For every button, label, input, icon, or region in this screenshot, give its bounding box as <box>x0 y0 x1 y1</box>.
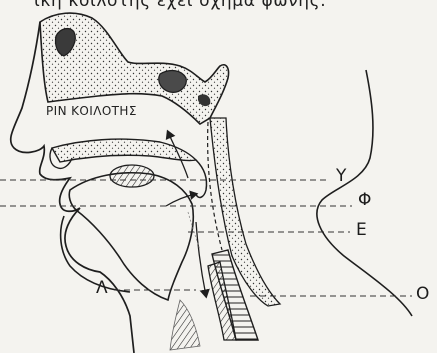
level-label-phi: Φ <box>358 192 371 209</box>
larynx-base <box>170 300 200 350</box>
nasal-cavity-label: ΡΙΝ ΚΟΙΛΟΤΗΣ <box>46 104 137 118</box>
level-label-y: Y <box>336 168 346 185</box>
level-label-o: O <box>416 286 429 303</box>
hard-palate <box>52 139 196 162</box>
level-label-e: E <box>356 222 367 239</box>
airflow-arrow-down <box>196 222 206 296</box>
caption-text: ική κοιλότης έχει σχήμα φωνής. <box>34 0 326 11</box>
tonsil <box>110 165 154 187</box>
soft-palate <box>196 160 207 197</box>
level-label-lambda: Λ <box>96 280 108 297</box>
